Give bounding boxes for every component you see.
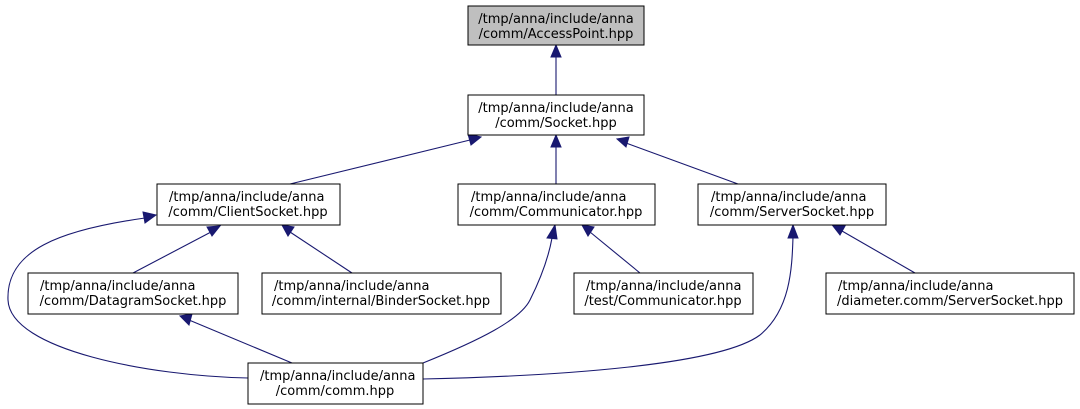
node-diameter-server-socket[interactable]: /tmp/anna/include/anna /diameter.comm/Se… <box>825 272 1075 315</box>
node-test-communicator-box <box>573 272 754 315</box>
node-datagram-socket-box <box>27 272 239 315</box>
node-datagram-socket-path: /tmp/anna/include/anna <box>40 279 195 294</box>
edge-comm-to-communicator <box>422 223 558 364</box>
edge-arrowhead <box>550 133 562 148</box>
edge-line <box>422 236 794 380</box>
node-binder-socket-file: /comm/internal/BinderSocket.hpp <box>272 294 490 309</box>
edge-line <box>289 231 353 274</box>
edge-arrowhead <box>615 136 630 148</box>
edge-arrowhead <box>467 133 483 146</box>
edge-diameter-server-socket-to-server-socket <box>831 225 916 274</box>
node-server-socket-box <box>697 183 887 226</box>
node-comm-file: /comm/comm.hpp <box>276 384 395 399</box>
edge-comm-to-client-socket <box>7 211 249 379</box>
node-client-socket-path: /tmp/anna/include/anna <box>169 190 324 205</box>
edge-line <box>625 142 739 185</box>
edge-line <box>841 230 916 274</box>
edge-arrowhead <box>281 224 295 237</box>
node-diameter-server-socket-path: /tmp/anna/include/anna <box>838 279 993 294</box>
node-diameter-server-socket-file: /diameter.comm/ServerSocket.hpp <box>837 294 1063 309</box>
edge-server-socket-to-socket <box>615 136 739 185</box>
edge-binder-socket-to-client-socket <box>281 224 353 274</box>
node-test-communicator[interactable]: /tmp/anna/include/anna /test/Communicato… <box>573 272 754 315</box>
node-test-communicator-path: /tmp/anna/include/anna <box>586 279 741 294</box>
node-client-socket[interactable]: /tmp/anna/include/anna /comm/ClientSocke… <box>156 183 341 226</box>
node-binder-socket[interactable]: /tmp/anna/include/anna /comm/internal/Bi… <box>261 272 502 315</box>
edge-line <box>7 217 249 379</box>
node-client-socket-file: /comm/ClientSocket.hpp <box>168 205 327 220</box>
edge-datagram-socket-to-client-socket <box>132 225 222 274</box>
edge-line <box>589 231 641 274</box>
node-datagram-socket[interactable]: /tmp/anna/include/anna /comm/DatagramSoc… <box>27 272 239 315</box>
edge-arrowhead <box>550 43 562 58</box>
node-communicator-file: /comm/Communicator.hpp <box>470 205 643 220</box>
node-socket-file: /comm/Socket.hpp <box>495 116 617 131</box>
edge-arrowhead <box>142 211 158 224</box>
edge-arrowhead <box>178 313 193 326</box>
node-access-point-box <box>467 5 645 46</box>
node-server-socket-path: /tmp/anna/include/anna <box>711 190 866 205</box>
node-diameter-server-socket-box <box>825 272 1075 315</box>
edge-line <box>422 237 553 364</box>
node-socket[interactable]: /tmp/anna/include/anna /comm/Socket.hpp <box>467 94 645 136</box>
edge-socket-to-access-point <box>550 43 562 95</box>
edges-layer <box>7 43 916 380</box>
node-communicator-path: /tmp/anna/include/anna <box>471 190 626 205</box>
node-communicator-box <box>457 183 656 226</box>
edge-comm-to-server-socket <box>422 223 799 380</box>
node-communicator[interactable]: /tmp/anna/include/anna /comm/Communicato… <box>457 183 656 226</box>
edge-line <box>188 319 293 364</box>
node-test-communicator-file: /test/Communicator.hpp <box>584 294 741 309</box>
edge-arrowhead <box>831 225 846 236</box>
edge-test-communicator-to-communicator <box>581 224 641 274</box>
node-access-point-file: /comm/AccessPoint.hpp <box>479 27 634 42</box>
node-server-socket-file: /comm/ServerSocket.hpp <box>710 205 874 220</box>
node-binder-socket-box <box>261 272 502 315</box>
edge-arrowhead <box>206 225 222 237</box>
node-server-socket[interactable]: /tmp/anna/include/anna /comm/ServerSocke… <box>697 183 887 226</box>
edge-arrowhead <box>546 223 558 240</box>
edge-line <box>289 139 471 185</box>
node-access-point[interactable]: /tmp/anna/include/anna /comm/AccessPoint… <box>467 5 645 46</box>
node-client-socket-box <box>156 183 341 226</box>
edge-client-socket-to-socket <box>289 133 483 185</box>
edge-communicator-to-socket <box>550 133 562 184</box>
edge-comm-to-datagram-socket <box>178 313 293 364</box>
node-comm-path: /tmp/anna/include/anna <box>260 369 415 384</box>
node-binder-socket-path: /tmp/anna/include/anna <box>274 279 429 294</box>
edge-arrowhead <box>787 223 799 239</box>
node-socket-box <box>467 94 645 136</box>
node-socket-path: /tmp/anna/include/anna <box>478 101 633 116</box>
node-datagram-socket-file: /comm/DatagramSocket.hpp <box>40 294 227 309</box>
node-access-point-path: /tmp/anna/include/anna <box>478 12 633 27</box>
edge-arrowhead <box>581 224 595 237</box>
node-comm[interactable]: /tmp/anna/include/anna /comm/comm.hpp <box>247 362 424 405</box>
node-comm-box <box>247 362 424 405</box>
edge-line <box>132 231 212 274</box>
